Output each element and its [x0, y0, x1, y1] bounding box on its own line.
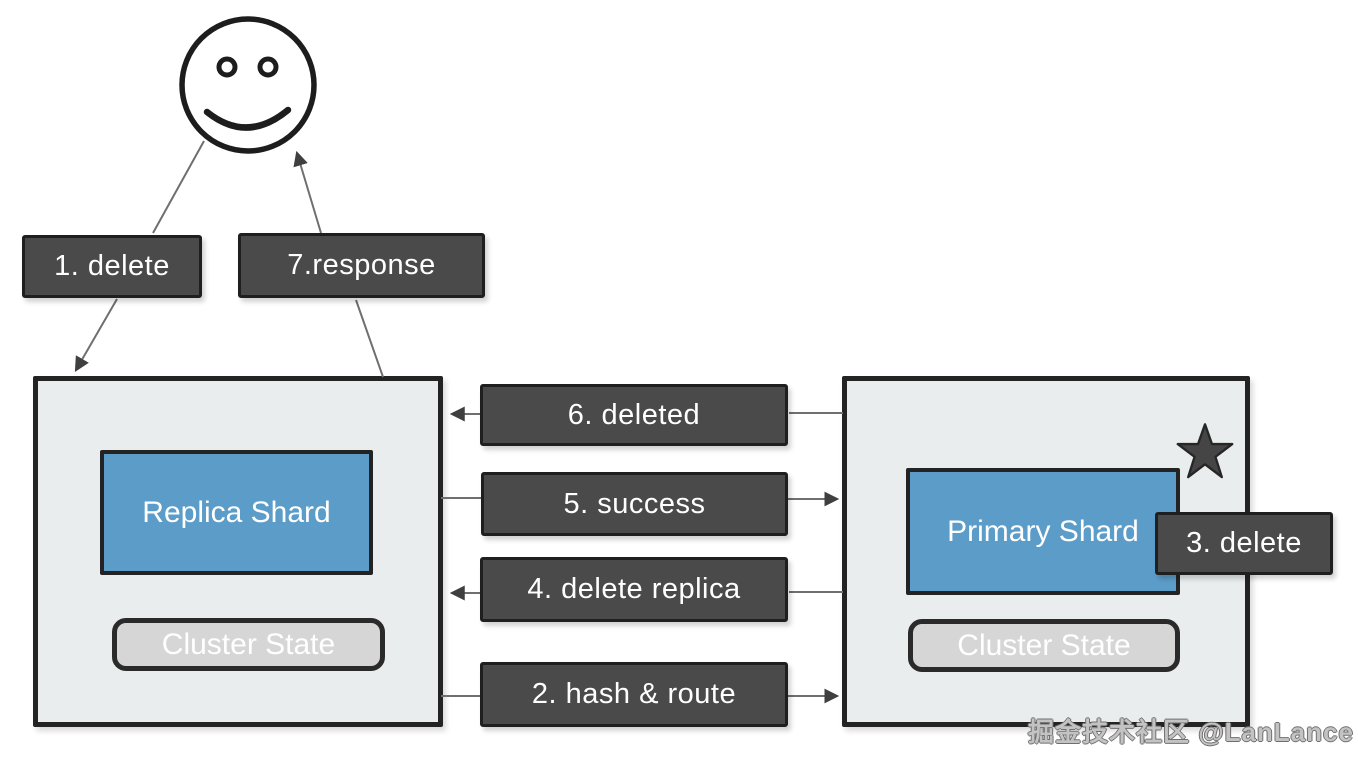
- step-box-3-delete: 3. delete: [1155, 512, 1333, 575]
- primary-cluster-state-label: Cluster State: [957, 628, 1131, 662]
- step-5-label: 5. success: [563, 487, 706, 520]
- smiley-face-icon: [179, 16, 317, 154]
- step-box-2-hash-route: 2. hash & route: [480, 662, 788, 727]
- arrow-step1-to-replica-node: [74, 298, 118, 372]
- step-box-5-success: 5. success: [481, 472, 788, 536]
- step-box-7-response: 7.response: [238, 233, 485, 298]
- step-box-1-delete: 1. delete: [22, 235, 202, 298]
- watermark: 掘金技术社区 @LanLance: [1028, 717, 1354, 747]
- step-box-6-deleted: 6. deleted: [480, 384, 788, 446]
- step-box-4-delete-replica: 4. delete replica: [480, 557, 788, 622]
- primary-cluster-state-pill: Cluster State: [908, 619, 1180, 672]
- step-1-label: 1. delete: [54, 250, 170, 282]
- replica-cluster-state-label: Cluster State: [161, 627, 336, 661]
- primary-shard-box: Primary Shard: [906, 468, 1180, 595]
- step-3-label: 3. delete: [1186, 527, 1302, 559]
- step-4-label: 4. delete replica: [527, 573, 741, 605]
- replica-shard-label: Replica Shard: [142, 495, 331, 529]
- step-6-label: 6. deleted: [567, 398, 701, 431]
- primary-shard-label: Primary Shard: [947, 514, 1139, 548]
- step-7-label: 7.response: [287, 249, 436, 281]
- step-2-label: 2. hash & route: [531, 678, 737, 710]
- star-icon: [1176, 423, 1234, 479]
- replica-shard-box: Replica Shard: [100, 450, 373, 575]
- arrow-replica-node-to-step7: [355, 299, 384, 378]
- arrow-client-to-step1: [152, 140, 205, 234]
- replica-cluster-state-pill: Cluster State: [112, 618, 385, 671]
- arrow-step7-to-client: [293, 150, 322, 234]
